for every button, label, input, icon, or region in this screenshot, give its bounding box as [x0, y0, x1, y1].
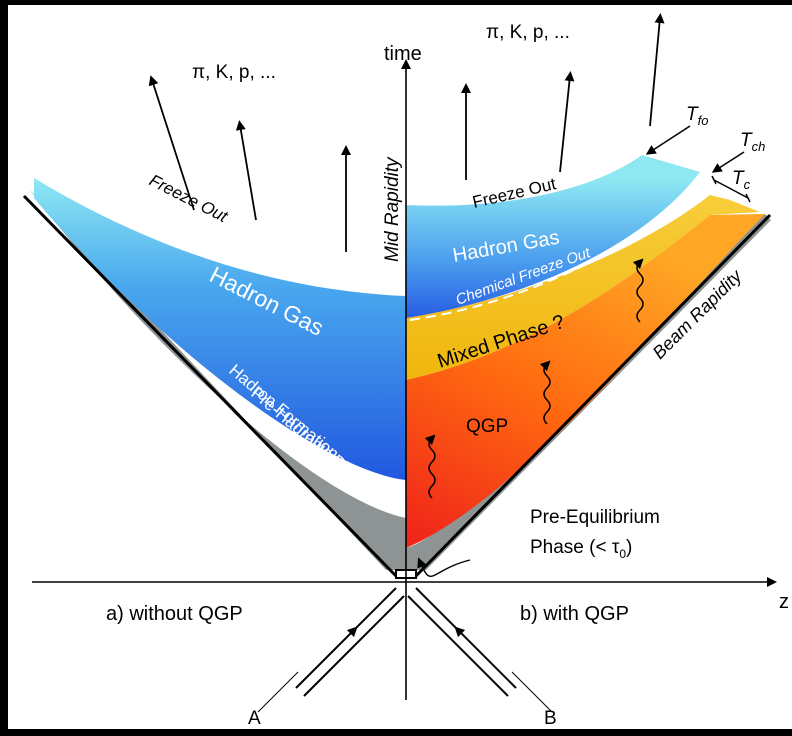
chemical-freeze-out-line: [409, 184, 713, 321]
right-lightcone: [412, 213, 772, 580]
tfo-pointer: [645, 125, 691, 155]
beam-a-arrow: [321, 626, 358, 663]
qgp-label: QGP: [466, 416, 508, 437]
tc-bracket: [711, 175, 751, 203]
left-particles-label: π, K, p, ...: [192, 62, 276, 83]
time-axis-label: time: [384, 43, 422, 65]
z-axis-label: z: [779, 591, 789, 613]
pre-hadronic-region: [30, 190, 406, 570]
tch-pointer: [711, 151, 745, 173]
tfo-label: Tfo: [686, 104, 708, 128]
qgp-region: [406, 214, 765, 548]
beam-b-label: B: [544, 708, 557, 729]
pre-equilibrium-label-2: Phase (< τ0): [530, 537, 632, 561]
beam-a-label: A: [248, 708, 261, 729]
right-hadron-gas-region: [406, 155, 700, 318]
mixed-phase-region: [406, 195, 760, 380]
beam-lines: [257, 587, 553, 713]
right-caption: b) with QGP: [520, 603, 629, 625]
pre-equilibrium-pointer: [417, 557, 471, 577]
left-caption: a) without QGP: [106, 603, 243, 625]
beam-b-arrow: [454, 626, 491, 663]
tch-label: Tch: [740, 130, 765, 154]
mid-rapidity-label: Mid Rapidity: [382, 156, 403, 262]
left-lightcone: [22, 194, 400, 580]
pre-equilibrium-label-1: Pre-Equilibrium: [530, 507, 660, 528]
tc-label: Tc: [732, 168, 751, 192]
left-hadron-gas-region: [34, 178, 406, 480]
wavy-arrows: [424, 258, 644, 499]
right-particles-label: π, K, p, ...: [486, 22, 570, 43]
particle-arrows: [148, 13, 665, 252]
